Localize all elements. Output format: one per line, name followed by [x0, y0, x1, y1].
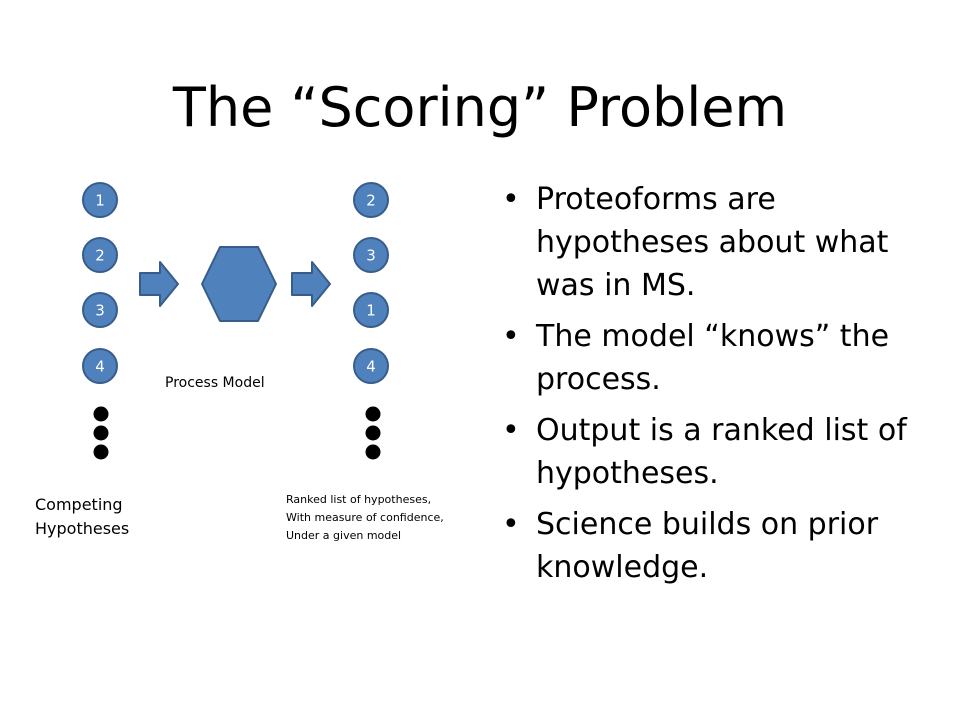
hypothesis-node-label: 3	[95, 302, 105, 320]
ranked-hypotheses-column: 2 3 1 4	[353, 182, 389, 460]
caption-line: Ranked list of hypotheses,	[286, 493, 432, 506]
ranked-node-label: 4	[366, 358, 376, 376]
hypothesis-node: 1	[82, 182, 118, 218]
caption-line: Hypotheses	[35, 519, 130, 538]
ranked-node: 3	[353, 237, 389, 273]
bullet-icon: •	[502, 182, 520, 217]
slide-title: The “Scoring” Problem	[172, 76, 788, 139]
caption-line: With measure of confidence,	[286, 511, 444, 524]
ellipsis-dots-icon	[93, 406, 109, 460]
bullet-list: • Proteoforms are hypotheses about what …	[500, 178, 950, 597]
ranked-node-label: 3	[366, 247, 376, 265]
hypothesis-node-label: 1	[95, 192, 105, 210]
bullet-icon: •	[502, 507, 520, 542]
competing-hypotheses-caption: Competing Hypotheses	[35, 493, 129, 541]
hypothesis-node-label: 4	[95, 358, 105, 376]
hypothesis-node: 2	[82, 237, 118, 273]
bullet-text: Output is a ranked list of hypotheses.	[536, 413, 907, 491]
ranked-node: 2	[353, 182, 389, 218]
hypothesis-node: 3	[82, 292, 118, 328]
bullet-icon: •	[502, 319, 520, 354]
hypothesis-node: 4	[82, 348, 118, 384]
bullet-item: • Proteoforms are hypotheses about what …	[500, 178, 950, 307]
process-model-hexagon	[201, 246, 277, 322]
ranked-node-label: 1	[366, 302, 376, 320]
bullet-item: • The model “knows” the process.	[500, 315, 950, 401]
input-arrow-icon	[139, 261, 179, 307]
ranked-node: 1	[353, 292, 389, 328]
caption-line: Competing	[35, 495, 123, 514]
ellipsis-dots-icon	[365, 406, 381, 460]
ranked-node: 4	[353, 348, 389, 384]
bullet-item: • Science builds on prior knowledge.	[500, 503, 950, 589]
caption-line: Under a given model	[286, 529, 402, 542]
bullet-item: • Output is a ranked list of hypotheses.	[500, 409, 950, 495]
process-model-caption: Process Model	[165, 375, 265, 391]
bullet-text: Science builds on prior knowledge.	[536, 507, 879, 585]
ranked-list-caption: Ranked list of hypotheses, With measure …	[286, 491, 444, 545]
ranked-node-label: 2	[366, 192, 376, 210]
bullet-icon: •	[502, 413, 520, 448]
bullet-text: The model “knows” the process.	[536, 319, 890, 397]
output-arrow-icon	[291, 261, 331, 307]
competing-hypotheses-column: 1 2 3 4	[82, 182, 118, 460]
hypothesis-node-label: 2	[95, 247, 105, 265]
bullet-text: Proteoforms are hypotheses about what wa…	[536, 182, 889, 303]
